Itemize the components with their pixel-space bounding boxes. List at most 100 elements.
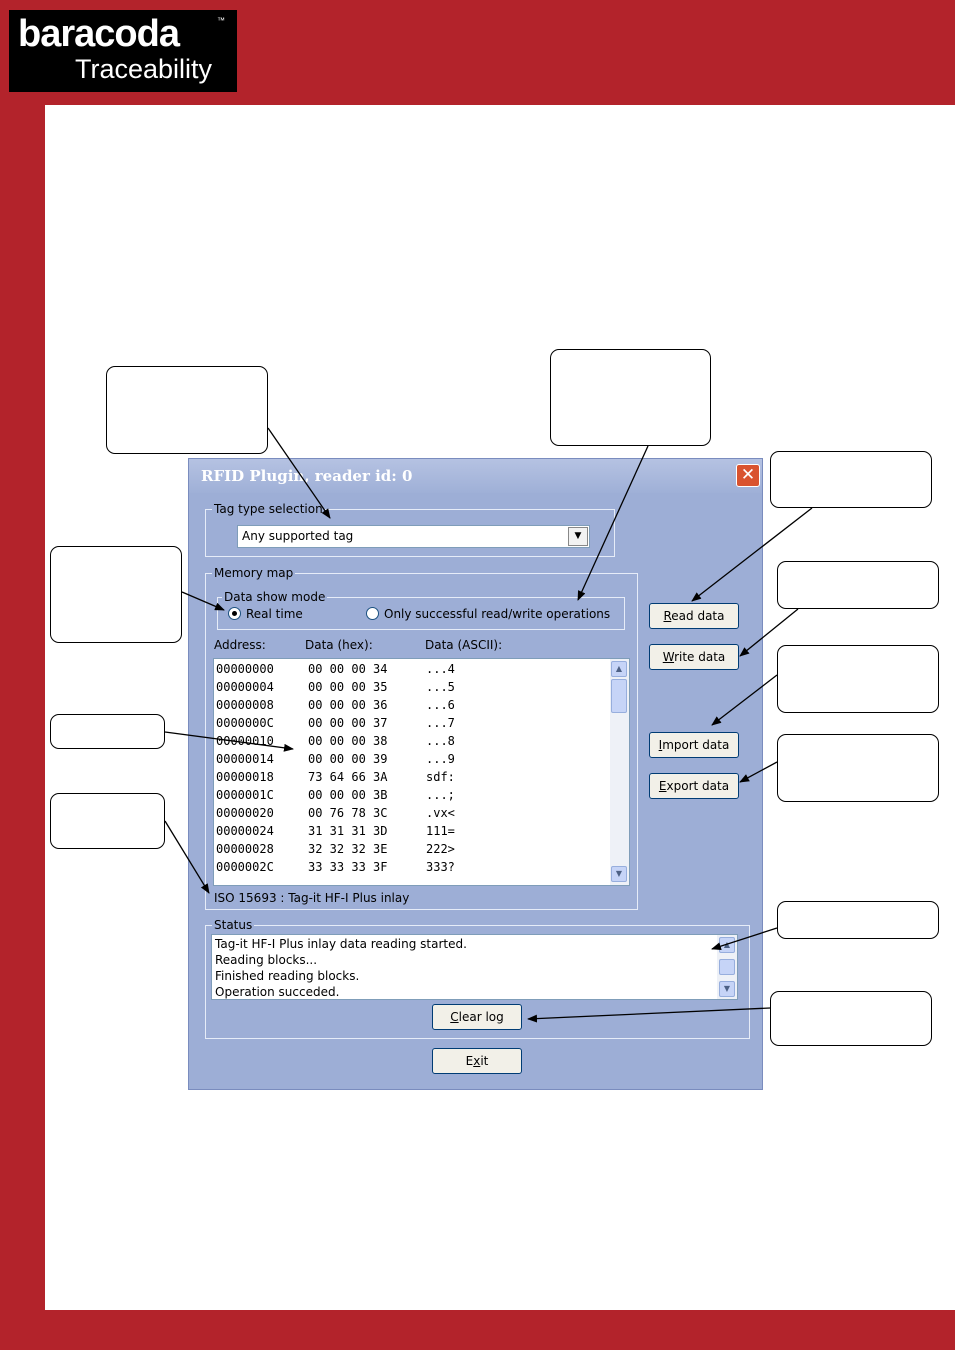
tag-type-selected-value: Any supported tag (242, 529, 354, 543)
memory-row[interactable]: 00000004 00 00 00 35 ...5 (216, 678, 606, 696)
hex-cell: 00 00 00 37 (308, 716, 388, 730)
address-cell: 00000028 (216, 842, 274, 856)
callout-write-data (777, 561, 939, 609)
logo-trademark: ™ (217, 16, 225, 25)
memory-row[interactable]: 00000018 73 64 66 3A sdf: (216, 768, 606, 786)
callout-tag-type (106, 366, 268, 454)
ascii-cell: ...8 (426, 734, 455, 748)
radio-real-time[interactable] (228, 607, 241, 620)
status-line: Operation succeded. (215, 985, 340, 999)
window-titlebar[interactable]: RFID Plugin, reader id: 0 ✕ (189, 459, 762, 493)
export-data-label: xport data (666, 779, 730, 793)
import-data-mnemonic: I (658, 738, 663, 752)
ascii-column-header: Data (ASCII): (425, 638, 503, 652)
ascii-cell: ...5 (426, 680, 455, 694)
status-log[interactable]: Tag-it HF-I Plus inlay data reading star… (211, 934, 738, 1000)
import-data-label: mport data (662, 738, 730, 752)
scroll-down-icon[interactable]: ▼ (611, 866, 627, 882)
scroll-down-icon[interactable]: ▼ (719, 981, 735, 997)
tag-info-text: ISO 15693 : Tag-it HF-I Plus inlay (214, 891, 410, 905)
address-cell: 00000004 (216, 680, 274, 694)
radio-real-time-label[interactable]: Real time (246, 607, 303, 621)
memory-row[interactable]: 0000000C 00 00 00 37 ...7 (216, 714, 606, 732)
export-data-button[interactable]: Export data (649, 773, 739, 799)
ascii-cell: sdf: (426, 770, 455, 784)
status-scrollbar[interactable]: ▲▼ (717, 935, 737, 999)
data-show-mode-group: Data show mode (217, 589, 625, 630)
ascii-cell: 333? (426, 860, 455, 874)
callout-real-time (50, 546, 182, 643)
status-group: Status (205, 917, 750, 1039)
chevron-down-icon[interactable]: ▼ (568, 527, 588, 546)
scroll-up-icon[interactable]: ▲ (611, 661, 627, 677)
read-data-label: ead data (671, 609, 725, 623)
left-frame-band (0, 0, 45, 1350)
address-cell: 00000014 (216, 752, 274, 766)
hex-cell: 32 32 32 3E (308, 842, 388, 856)
hex-cell: 33 33 33 3F (308, 860, 388, 874)
read-data-mnemonic: R (663, 609, 672, 623)
write-data-mnemonic: W (662, 650, 675, 664)
scroll-up-icon[interactable]: ▲ (719, 937, 735, 953)
close-button[interactable]: ✕ (736, 464, 760, 487)
clear-log-mnemonic: C (450, 1010, 459, 1024)
data-show-mode-label: Data show mode (222, 589, 328, 605)
address-cell: 00000024 (216, 824, 274, 838)
hex-column-header: Data (hex): (305, 638, 373, 652)
memory-scrollbar[interactable]: ▲▼ (610, 659, 629, 885)
rfid-plugin-window: RFID Plugin, reader id: 0 ✕ Tag type sel… (188, 458, 763, 1090)
ascii-cell: ...9 (426, 752, 455, 766)
write-data-button[interactable]: Write data (649, 644, 739, 670)
hex-cell: 73 64 66 3A (308, 770, 388, 784)
logo-wordmark: baracoda (18, 13, 180, 55)
ascii-cell: ...4 (426, 662, 455, 676)
exit-label-start: E (465, 1054, 474, 1068)
scroll-thumb[interactable] (719, 959, 735, 975)
address-cell: 0000001C (216, 788, 274, 802)
memory-map-list[interactable]: 00000000 00 00 00 34 ...4 00000004 00 00 00 … (213, 658, 630, 886)
callout-memory-map (50, 714, 165, 749)
hex-cell: 00 76 78 3C (308, 806, 388, 820)
memory-row[interactable]: 00000000 00 00 00 34 ...4 (216, 660, 606, 678)
callout-read-data (770, 451, 932, 508)
logo-subtitle: Traceability (75, 54, 213, 84)
tag-type-select[interactable]: Any supported tag (237, 525, 590, 548)
import-data-button[interactable]: Import data (649, 732, 739, 758)
address-cell: 00000018 (216, 770, 274, 784)
hex-cell: 00 00 00 38 (308, 734, 388, 748)
ascii-cell: ...7 (426, 716, 455, 730)
radio-only-successful[interactable] (366, 607, 379, 620)
address-cell: 00000000 (216, 662, 274, 676)
callout-data-show-mode (550, 349, 711, 446)
radio-only-successful-label[interactable]: Only successful read/write operations (384, 607, 611, 621)
clear-log-button[interactable]: Clear log (432, 1004, 522, 1030)
hex-cell: 00 00 00 36 (308, 698, 388, 712)
clear-log-label: lear log (458, 1010, 504, 1024)
ascii-cell: ...; (426, 788, 455, 802)
export-data-mnemonic: E (658, 779, 667, 793)
exit-label-end: it (480, 1054, 489, 1068)
ascii-cell: ...6 (426, 698, 455, 712)
address-column-header: Address: (214, 638, 266, 652)
address-cell: 0000000C (216, 716, 274, 730)
callout-import-data (777, 645, 939, 713)
scroll-thumb[interactable] (611, 679, 627, 713)
read-data-button[interactable]: Read data (649, 603, 739, 629)
write-data-label: rite data (674, 650, 726, 664)
close-icon: ✕ (740, 465, 756, 485)
address-cell: 0000002C (216, 860, 274, 874)
status-line: Tag-it HF-I Plus inlay data reading star… (215, 937, 467, 951)
ascii-cell: 111= (426, 824, 455, 838)
hex-cell: 00 00 00 35 (308, 680, 388, 694)
callout-clear-log (770, 991, 932, 1046)
exit-button[interactable]: Exit (432, 1048, 522, 1074)
memory-row[interactable]: 0000002C 33 33 33 3F 333? (216, 858, 606, 876)
hex-cell: 00 00 00 34 (308, 662, 388, 676)
